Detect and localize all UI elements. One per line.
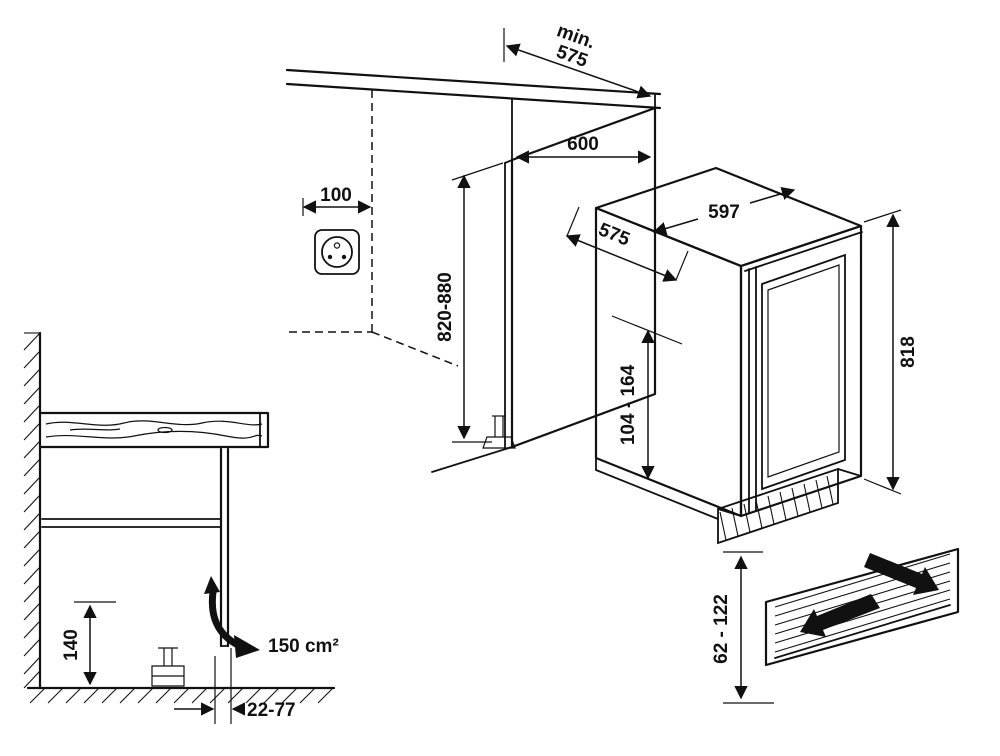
socket-hole (341, 254, 347, 260)
plinth-depth-label: 22-77 (247, 700, 296, 721)
levelling-foot (482, 415, 516, 449)
worktop-section (38, 411, 270, 449)
grille-slat (774, 598, 951, 653)
appliance-width-dimension: 597 (652, 186, 796, 236)
plinth-vent-slits (719, 475, 834, 541)
door-glass-frame (761, 253, 846, 491)
base-height-label: 104 - 164 (618, 364, 639, 445)
appliance-depth-dimension: 575 (565, 206, 689, 282)
panel-thickness-line (504, 159, 513, 164)
niche-width-label: 600 (567, 134, 599, 155)
niche-hidden-edge (371, 331, 459, 367)
niche-side-panel (510, 106, 657, 449)
airflow-curve-arrow (204, 576, 260, 658)
wall-hatching (23, 332, 41, 689)
grille-view: 62 - 122 (711, 547, 960, 704)
appliance-width-label: 597 (708, 202, 740, 223)
socket-offset-label: 100 (320, 185, 352, 206)
appliance-plinth (595, 457, 862, 545)
socket-offset-dimension: 100 (302, 185, 372, 216)
plinth-depth-dimension: 22-77 (174, 648, 296, 724)
grille-slat (774, 604, 951, 659)
appliance-height-label: 818 (898, 336, 919, 368)
grille-height-dimension: 62 - 122 (711, 551, 774, 704)
floor-hatching (29, 687, 334, 704)
appliance-view: 597 575 104 - 164 818 (565, 166, 919, 545)
adjustable-foot (151, 647, 185, 687)
base-height-dimension: 104 - 164 (611, 315, 683, 480)
appliance-depth-label: 575 (595, 219, 633, 250)
grille-slat (774, 553, 951, 608)
door-glass-pane (767, 264, 840, 478)
min-depth-dimension: min. 575 (503, 20, 652, 99)
niche-view: 100 min. 575 600 820-880 (285, 20, 662, 473)
grille-slat (774, 562, 951, 617)
airflow-out-arrow (864, 553, 939, 595)
socket-hole (327, 254, 333, 260)
power-outlet (314, 229, 360, 275)
worktop-edge-line (285, 82, 662, 110)
worktop-edge-line (285, 68, 662, 96)
grille-height-label: 62 - 122 (711, 594, 732, 664)
appliance-height-dimension: 818 (863, 209, 919, 495)
airflow-in-arrow (800, 594, 880, 637)
niche-height-label: 820-880 (435, 272, 456, 342)
niche-height-dimension: 820-880 (435, 162, 504, 443)
section-view: 140 150 cm² 22-77 (23, 331, 339, 724)
duct-height-label: 140 (61, 629, 82, 661)
door-top-edge (744, 231, 863, 272)
niche-floor-line (431, 446, 513, 473)
grille-slat (774, 589, 951, 644)
duct-height-dimension: 140 (61, 601, 116, 686)
appliance-side-face (594, 206, 743, 518)
vent-area-label: 150 cm² (268, 636, 339, 657)
niche-width-dimension: 600 (515, 134, 652, 164)
